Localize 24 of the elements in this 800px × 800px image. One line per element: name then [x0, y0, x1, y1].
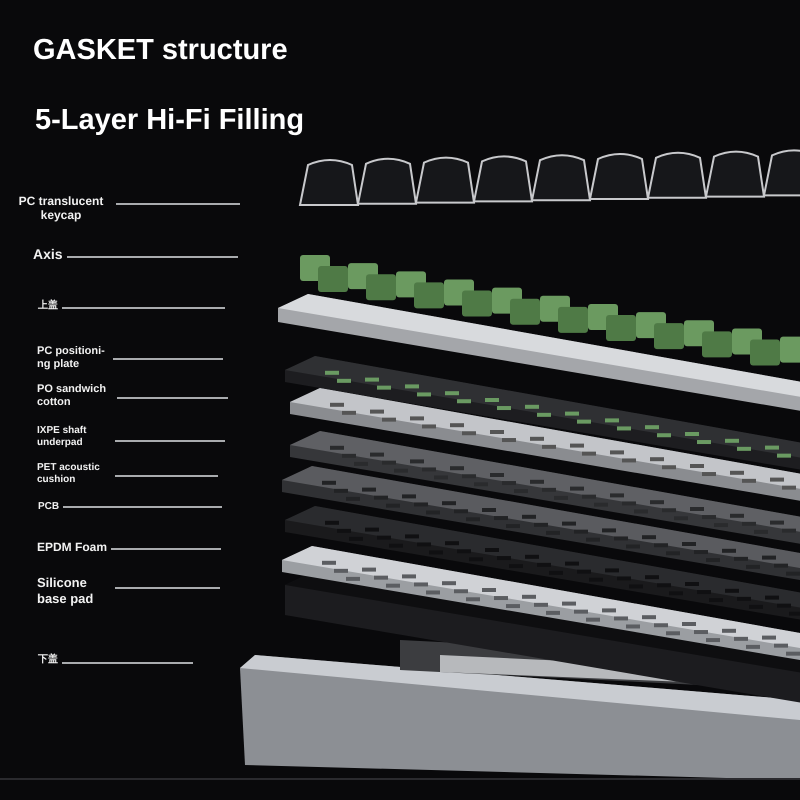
leader-line	[115, 475, 218, 477]
part-label: Silicone base pad	[37, 575, 111, 606]
part-label: PET acoustic cushion	[37, 462, 111, 486]
leader-line	[63, 506, 222, 508]
leader-line	[113, 358, 223, 360]
part-label: PO sandwich cotton	[37, 383, 113, 410]
part-label: EPDM Foam	[37, 540, 108, 554]
part-label: 下盖	[38, 654, 58, 666]
part-label: PC positioni-ng plate	[37, 345, 109, 372]
part-label: 上盖	[38, 300, 58, 312]
leader-line	[116, 203, 240, 205]
leader-line	[67, 256, 238, 258]
part-label: Axis	[33, 246, 63, 263]
leader-line	[62, 307, 225, 309]
part-label: IXPE shaft underpad	[37, 425, 111, 449]
subtitle: 5-Layer Hi-Fi Filling	[35, 104, 304, 137]
leader-line	[62, 662, 193, 664]
part-label: PC translucent keycap	[10, 194, 112, 223]
leader-line	[117, 397, 228, 399]
leader-line	[111, 548, 221, 550]
title: GASKET structure	[33, 34, 288, 67]
part-label: PCB	[38, 501, 60, 513]
leader-line	[115, 587, 220, 589]
leader-line	[115, 440, 225, 442]
